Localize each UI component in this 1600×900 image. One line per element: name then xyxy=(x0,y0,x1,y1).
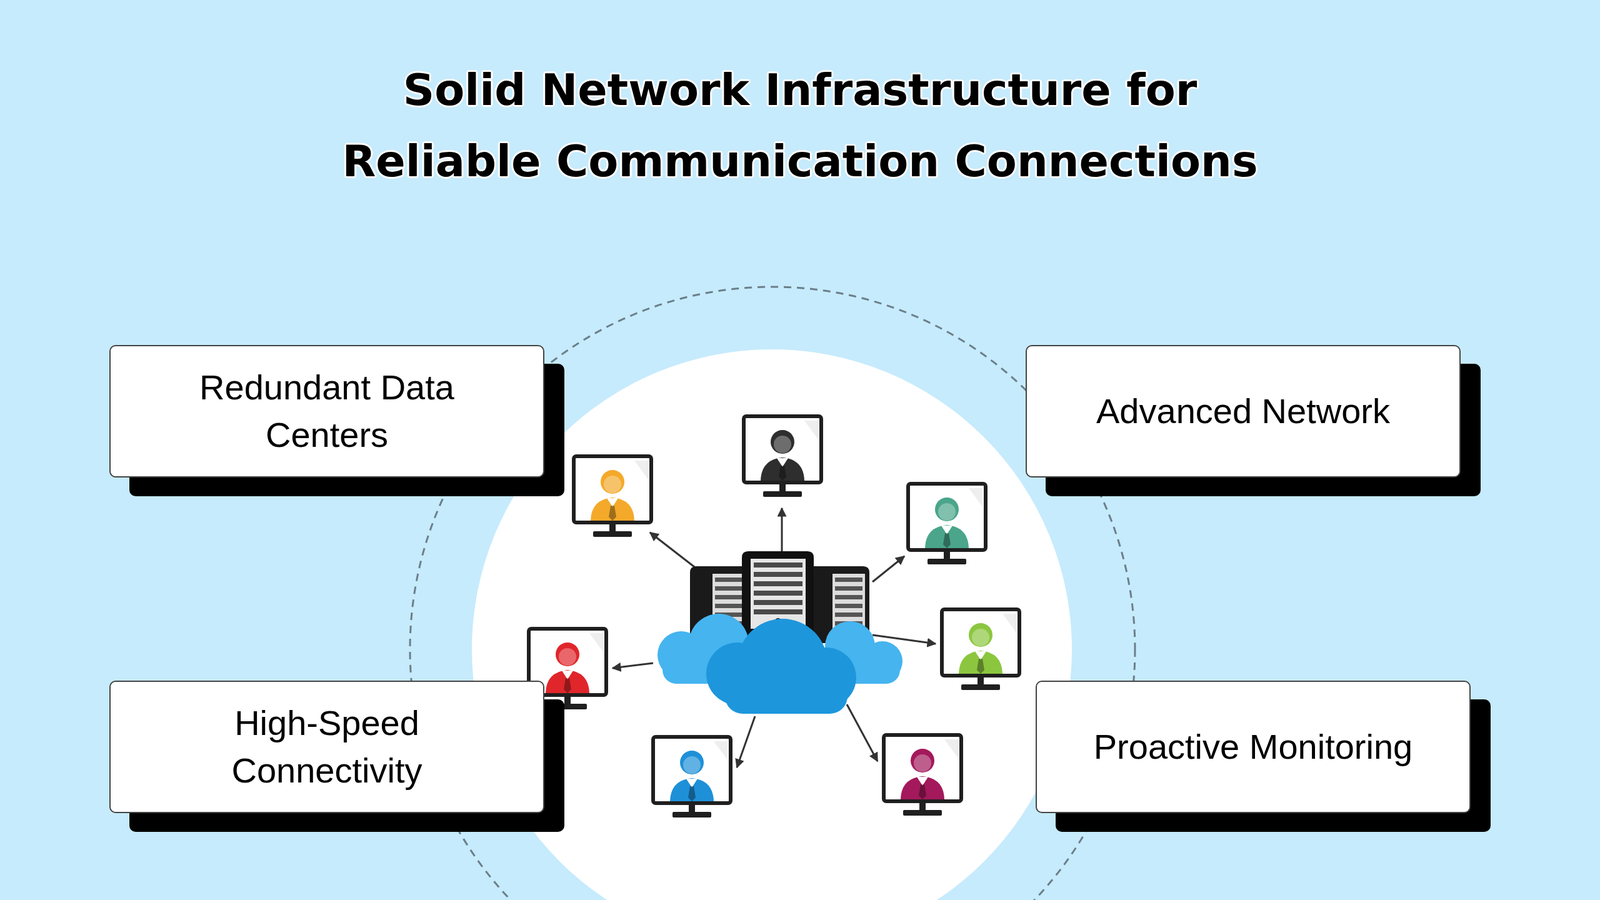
server-slot xyxy=(753,609,803,615)
center-disc xyxy=(471,349,1072,900)
box-label: Proactive Monitoring xyxy=(1093,723,1413,771)
cloud-base xyxy=(725,676,848,714)
feature-box: Advanced Network xyxy=(1025,345,1461,478)
user-monitor xyxy=(941,609,1020,690)
server-slot xyxy=(753,581,803,587)
server-slot xyxy=(835,603,863,609)
box-label: Redundant Data Centers xyxy=(165,363,489,459)
link-arrow xyxy=(781,508,784,552)
server-slot xyxy=(753,600,803,605)
server-slot xyxy=(835,577,863,582)
link-arrow xyxy=(872,556,905,582)
server-panel xyxy=(750,558,806,629)
link-arrow xyxy=(612,663,654,669)
box-label: High-Speed Connectivity xyxy=(165,699,489,794)
server-slot xyxy=(753,571,803,577)
feature-box: Redundant Data Centers xyxy=(109,345,545,478)
server-slot xyxy=(753,562,803,568)
user-monitor xyxy=(573,456,652,537)
link-arrow xyxy=(736,716,755,768)
server-slot xyxy=(753,590,803,596)
user-monitor xyxy=(883,735,962,816)
feature-box: High-Speed Connectivity xyxy=(109,680,545,814)
user-monitor xyxy=(653,736,731,818)
server-slot xyxy=(835,586,863,591)
title-block: Solid Network Infrastructure for Reliabl… xyxy=(0,54,1600,197)
cloud xyxy=(657,613,903,714)
user-monitor xyxy=(743,416,822,497)
link-arrow xyxy=(846,704,878,762)
server-slot xyxy=(835,595,863,600)
box-label: Advanced Network xyxy=(1096,387,1390,435)
feature-box: Proactive Monitoring xyxy=(1035,680,1471,814)
link-arrow xyxy=(650,532,700,572)
server-slot xyxy=(835,612,863,617)
user-monitor xyxy=(908,483,986,565)
diagram-title: Solid Network Infrastructure for Reliabl… xyxy=(300,54,1300,197)
